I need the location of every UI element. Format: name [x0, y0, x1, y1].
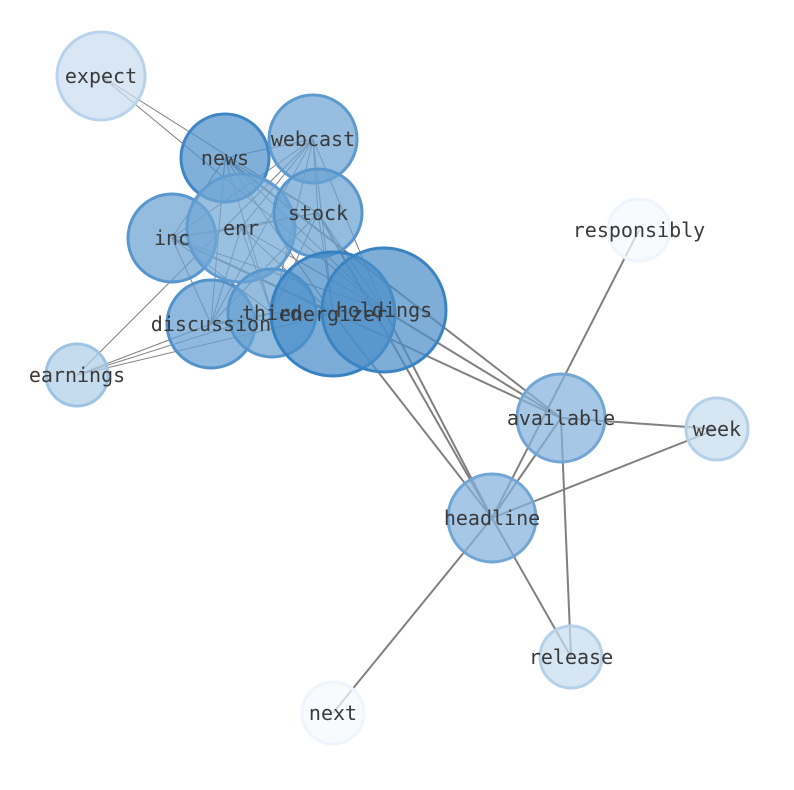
node-label-week: week: [693, 417, 741, 441]
node-responsibly: [606, 197, 672, 263]
node-label-enr: enr: [223, 216, 259, 240]
node-label-release: release: [529, 645, 613, 669]
node-label-holdings: holdings: [336, 298, 432, 322]
node-label-inc: inc: [154, 226, 190, 250]
node-label-news: news: [201, 146, 249, 170]
edge-layer: [76, 75, 718, 714]
node-label-next: next: [309, 701, 357, 725]
node-label-earnings: earnings: [29, 363, 125, 387]
node-label-available: available: [507, 406, 615, 430]
node-label-energizer: energizer: [279, 302, 387, 326]
node-available: [515, 372, 607, 464]
node-label-stock: stock: [288, 201, 348, 225]
node-earnings: [44, 342, 110, 408]
node-headline: [446, 472, 538, 564]
node-label-third: third: [242, 301, 302, 325]
node-label-expect: expect: [65, 64, 137, 88]
node-layer: [44, 30, 750, 746]
node-holdings: [320, 246, 448, 374]
node-label-responsibly: responsibly: [573, 218, 705, 242]
node-label-discussion: discussion: [151, 312, 271, 336]
node-release: [538, 624, 604, 690]
node-next: [300, 680, 366, 746]
node-label-headline: headline: [444, 506, 540, 530]
label-layer: expect news webcast inc enr stock discussionth…: [29, 64, 741, 725]
node-expect: [55, 30, 147, 122]
node-label-webcast: webcast: [271, 127, 355, 151]
node-week: [684, 396, 750, 462]
